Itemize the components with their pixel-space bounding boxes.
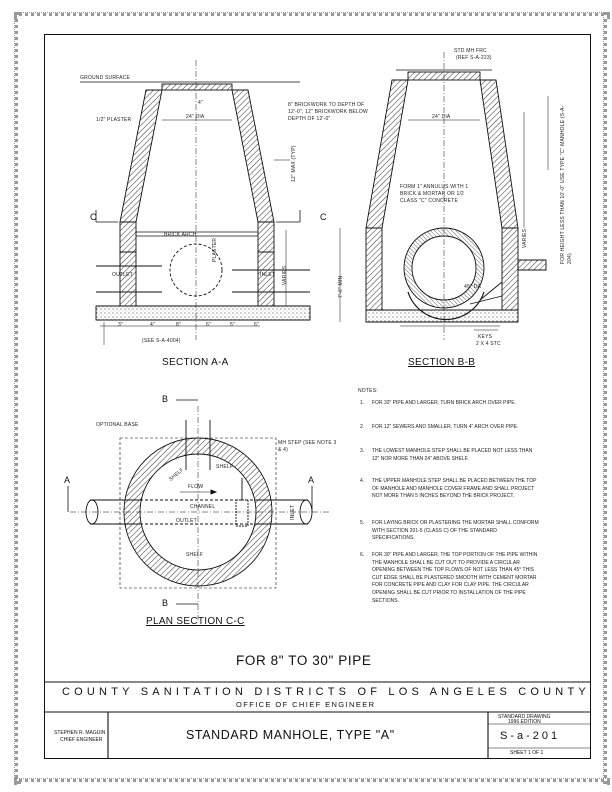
std-drawing-label: STANDARD DRAWING (498, 714, 551, 720)
bottom-dim-3: 6" (206, 322, 211, 328)
for-height-label: FOR HEIGHT LESS THAN 10'-0" USE TYPE "C"… (560, 105, 573, 264)
page-frame-right (603, 12, 607, 784)
plan-cc-drawing (67, 399, 330, 620)
page-frame-left (14, 12, 18, 784)
section-aa-drawing (80, 60, 311, 345)
agency-name: COUNTY SANITATION DISTRICTS OF LOS ANGEL… (62, 686, 590, 698)
note-text-4: THE UPPER MANHOLE STEP SHALL BE PLACED B… (372, 478, 537, 500)
section-bb-title: SECTION B-B (408, 357, 476, 368)
dim-4-label: 4" (198, 100, 203, 106)
section-aa-title: SECTION A-A (162, 357, 229, 368)
cut-a-left: A (64, 475, 71, 485)
channel-label: CHANNEL (190, 504, 216, 510)
sheet-label: SHEET 1 OF 1 (510, 750, 544, 756)
engineer-title: CHIEF ENGINEER (60, 737, 103, 743)
keys-dim-label: 2 X 4 STC (476, 341, 501, 347)
varies-bb-label: VARIES (522, 228, 528, 248)
note-num-2: 2. (360, 424, 365, 430)
note-text-3: THE LOWEST MANHOLE STEP SHALL BE PLACED … (372, 448, 533, 462)
std-mh-label: STD MH FRC (454, 48, 487, 54)
form-annulus-label: FORM 1" ANNULUS WITH 1 BRICK & MORTAR OR… (400, 184, 469, 204)
note-text-1: FOR 33" PIPE AND LARGER, TURN BRICK ARCH… (372, 400, 516, 406)
varies-aa-label: VARIES (282, 265, 288, 285)
mh-step-label: MH STEP (SEE NOTE 3 & 4) (278, 440, 337, 453)
dim-24dia-aa-label: 24" DIA (186, 114, 205, 120)
note-text-5: FOR LAYING BRICK OR PLASTERING THE MORTA… (372, 520, 539, 542)
note-text-2: FOR 12" SEWERS AND SMALLER, TURN 4" ARCH… (372, 424, 519, 430)
note-num-6: 6. (360, 552, 365, 558)
note-num-3: 3. (360, 448, 365, 454)
min-72-label: 7'-6" MIN (338, 275, 344, 298)
plan-cc-title: PLAN SECTION C-C (146, 616, 245, 627)
flow-label: FLOW (188, 484, 204, 490)
bottom-dim-0: 3" (118, 322, 123, 328)
drawing-number: S-a-201 (500, 730, 561, 742)
cut-b-top: B (162, 394, 169, 404)
dims-45-label: 45° DA (464, 284, 482, 290)
note-num-1: 1. (360, 400, 365, 406)
office-name: OFFICE OF CHIEF ENGINEER (236, 700, 376, 709)
pipe-range-title: FOR 8" TO 30" PIPE (236, 653, 372, 668)
cut-b-bottom: B (162, 598, 169, 608)
bottom-dim-4: 5" (230, 322, 235, 328)
bottom-dim-5: 6" (254, 322, 259, 328)
brick-arch-label: BRICK ARCH (164, 232, 197, 238)
shelf-bottom-label: SHELF (186, 552, 204, 558)
brickwork-label: 8" BRICKWORK TO DEPTH OF 12'-0", 12" BRI… (288, 102, 368, 122)
cut-a-right: A (308, 475, 315, 485)
inlet-aa-label: INLET (260, 272, 276, 278)
std-mh-ref-label: (REF S-A-223) (456, 55, 492, 61)
plaster-vertical-label: PLASTER (212, 237, 218, 262)
note-text-6: FOR 30" PIPE AND LARGER, THE TOP PORTION… (372, 552, 538, 604)
drawing-title: STANDARD MANHOLE, TYPE "A" (186, 728, 395, 742)
plaster-label: 1/2" PLASTER (96, 117, 132, 123)
note-num-4: 4. (360, 478, 365, 484)
ref-aa-label: (SEE S-A-4004) (142, 338, 181, 344)
ground-surface-label: GROUND SURFACE (80, 75, 131, 81)
outlet-aa-label: OUTLET (112, 272, 133, 278)
note-num-5: 5. (360, 520, 365, 526)
bottom-dim-2: 8" (176, 322, 181, 328)
max-typ-label: 12" MAX (TYP) (291, 145, 297, 182)
dim-24dia-bb-label: 24" DIA (432, 114, 451, 120)
keys-label: KEYS (478, 334, 493, 340)
drawing-sheet (44, 34, 591, 759)
title-block-lines (44, 681, 591, 759)
section-bb-drawing (339, 52, 549, 340)
inlet-cc-label: INLET (290, 504, 296, 520)
engineer-name: STEPHEN R. MAGUIN (54, 730, 106, 736)
outlet-cc-label: OUTLET (176, 518, 197, 524)
optional-base-label: OPTIONAL BASE (96, 422, 139, 428)
bottom-dim-1: 4" (150, 322, 155, 328)
cut-c-left: C (90, 212, 97, 222)
notes-heading: NOTES: (358, 388, 378, 394)
edition-label: 1996 EDITION (508, 719, 541, 725)
cut-c-right: C (320, 212, 327, 222)
shelf-top-label: SHELF (216, 464, 234, 470)
